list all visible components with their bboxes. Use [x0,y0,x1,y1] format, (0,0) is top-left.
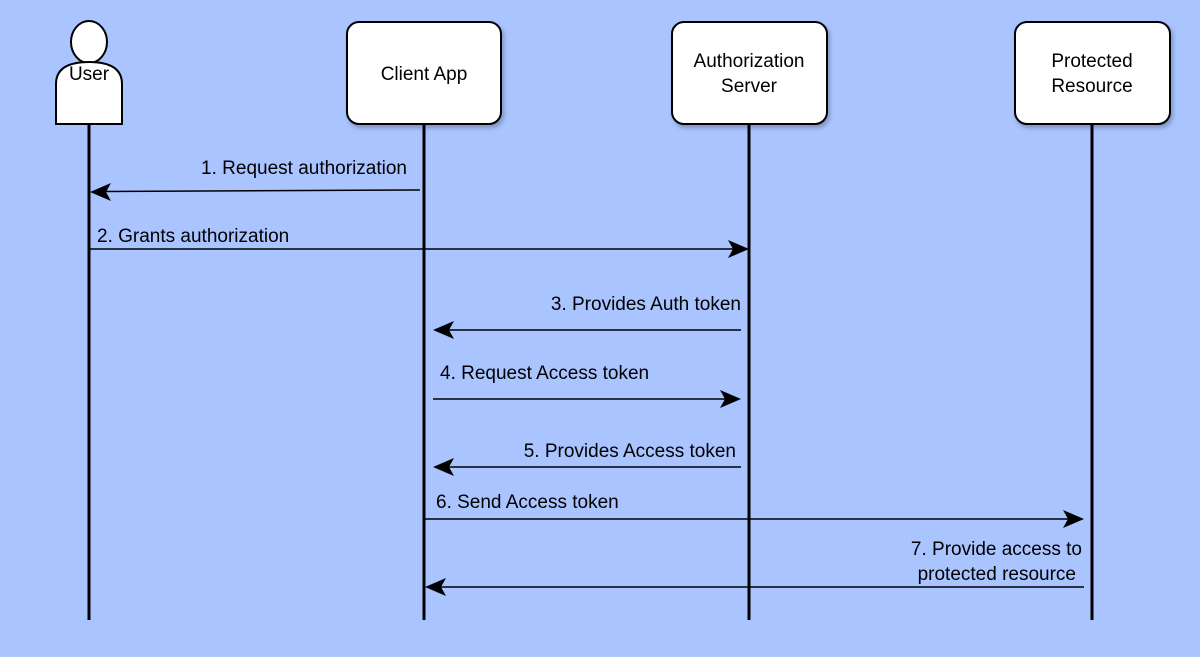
message-3: 3. Provides Auth token [433,294,741,339]
message-1-label: 1. Request authorization [201,158,407,179]
message-1: 1. Request authorization [90,158,421,201]
participant-authorization-server: Authorization Server [671,21,828,125]
message-4: 4. Request Access token [433,363,741,408]
message-6-label: 6. Send Access token [436,492,619,513]
arrowhead-left-icon [90,183,111,201]
message-2: 2. Grants authorization [90,226,749,258]
message-5-label: 5. Provides Access token [524,441,736,462]
message-5: 5. Provides Access token [433,441,741,476]
message-3-label: 3. Provides Auth token [551,294,741,315]
participant-user-label: User [69,64,110,85]
arrowhead-left-icon [425,578,446,596]
message-2-label: 2. Grants authorization [97,226,289,247]
arrowhead-right-icon [1063,510,1084,528]
arrowhead-left-icon [433,458,454,476]
participant-resource-label-line-1: Protected [1051,51,1132,72]
arrowhead-right-icon [720,390,741,408]
participant-resource-label-line-2: Resource [1051,76,1132,97]
participant-client-app: Client App [346,21,502,125]
participant-auth-label-line-1: Authorization [694,51,805,72]
message-7: 7. Provide access to protected resource [425,539,1084,596]
participant-client-label: Client App [381,64,468,85]
message-7-label-line-2: protected resource [918,564,1076,585]
arrowhead-right-icon [728,240,749,258]
arrowhead-left-icon [433,321,454,339]
message-4-label: 4. Request Access token [440,363,649,384]
message-6: 6. Send Access token [424,492,1084,528]
participant-protected-resource: Protected Resource [1014,21,1171,125]
person-icon [55,20,123,125]
message-7-label-line-1: 7. Provide access to [911,539,1082,560]
participant-auth-label-line-2: Server [721,76,778,97]
